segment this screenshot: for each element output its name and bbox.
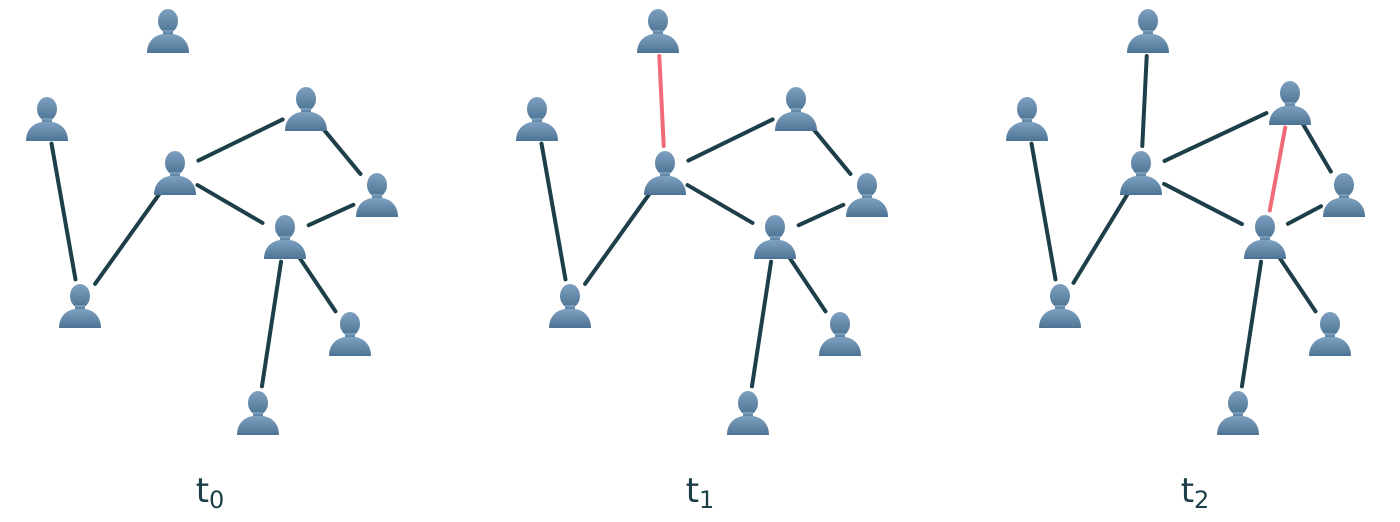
label-subscript: 2: [1194, 486, 1209, 514]
person-icon: [147, 9, 189, 53]
edge-G-I: [749, 259, 774, 389]
person-icon: [637, 9, 679, 53]
edge-G-H: [297, 255, 338, 314]
panel-label-t1: t1: [686, 471, 715, 514]
person-icon: [285, 87, 327, 131]
edge-C-D: [1162, 111, 1269, 163]
person-icon: [846, 173, 888, 217]
person-icon: [154, 151, 196, 195]
person-icon: [356, 173, 398, 217]
edge-C-G: [195, 183, 265, 225]
new-edge-A-C: [657, 53, 666, 149]
person-icon: [1309, 312, 1351, 356]
edge-B-E: [49, 141, 78, 282]
edge-D-F: [320, 126, 363, 176]
edge-F-G: [1285, 204, 1324, 226]
person-icon: [59, 284, 101, 328]
person-icon: [754, 215, 796, 259]
panel-label-t2: t2: [1181, 471, 1210, 514]
edge-D-F: [810, 126, 853, 176]
person-icon: [1127, 9, 1169, 53]
edge-C-D: [196, 117, 285, 163]
edge-A-C: [1140, 53, 1149, 149]
person-icon: [1120, 151, 1162, 195]
label-subscript: 1: [699, 486, 714, 514]
edge-C-G: [1162, 181, 1244, 227]
edge-C-D: [686, 117, 775, 163]
person-icon: [549, 284, 591, 328]
label-subscript: 0: [209, 486, 224, 514]
edge-E-C: [583, 191, 652, 286]
person-icon: [644, 151, 686, 195]
label-base: t: [686, 471, 699, 511]
edge-G-H: [787, 255, 828, 314]
edge-G-I: [1239, 259, 1264, 389]
panel-t1: t1: [516, 9, 888, 514]
edge-B-E: [539, 141, 568, 282]
person-icon: [775, 87, 817, 131]
person-icon: [819, 312, 861, 356]
person-icon: [1039, 284, 1081, 328]
panel-t0: t0: [26, 9, 398, 514]
person-icon: [26, 97, 68, 141]
panel-t2: t2: [1006, 9, 1365, 514]
label-base: t: [196, 471, 209, 511]
person-icon: [1217, 391, 1259, 435]
edge-F-G: [306, 202, 356, 228]
person-icon: [1323, 173, 1365, 217]
edge-B-E: [1029, 141, 1058, 282]
person-icon: [1269, 81, 1311, 125]
person-icon: [237, 391, 279, 435]
new-edge-D-G: [1267, 125, 1288, 213]
person-icon: [264, 215, 306, 259]
panel-label-t0: t0: [196, 471, 225, 514]
edge-G-I: [259, 259, 284, 389]
person-icon: [516, 97, 558, 141]
edge-C-G: [685, 183, 755, 225]
person-icon: [1006, 97, 1048, 141]
edge-F-G: [796, 202, 846, 228]
label-base: t: [1181, 471, 1194, 511]
edge-E-C: [93, 191, 162, 286]
person-icon: [727, 391, 769, 435]
person-icon: [329, 312, 371, 356]
person-icon: [1244, 215, 1286, 259]
edge-G-H: [1277, 255, 1318, 314]
edge-E-C: [1071, 192, 1130, 285]
edge-D-F: [1301, 122, 1333, 174]
